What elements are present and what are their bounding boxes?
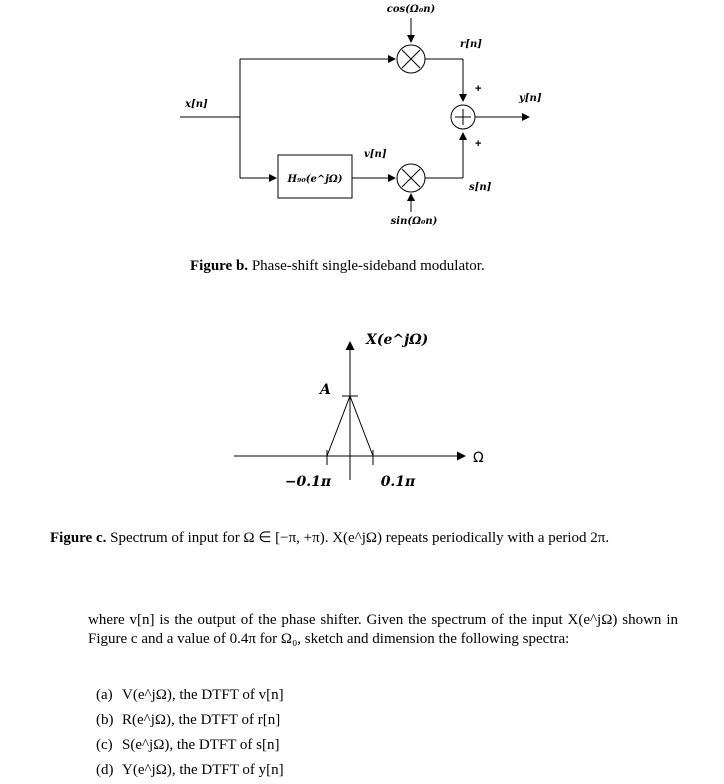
list-item: (a)V(e^jΩ), the DTFT of v[n] xyxy=(96,687,284,703)
figure-b-diagram: cos(Ω₀n) x[n] H₉₀(e^jΩ) v[n] sin(Ω₀n) r[… xyxy=(180,4,542,227)
phase-shifter-block xyxy=(277,154,353,199)
figure-c-caption: Figure c. Spectrum of input for Ω ∈ [−π,… xyxy=(50,528,680,548)
figure-c-spectrum: X(e^jΩ) Ω A −0.1π 0.1π xyxy=(234,332,484,490)
top-multiplier xyxy=(396,44,426,74)
y-output-label: y[n] xyxy=(518,93,542,104)
figure-c-caption-text: Spectrum of input for Ω ∈ [−π, +π). X(e^… xyxy=(110,530,610,546)
plus-top: + xyxy=(475,83,481,95)
cos-label: cos(Ω₀n) xyxy=(387,4,436,15)
x-axis-label: Ω xyxy=(473,450,484,466)
s-label: s[n] xyxy=(469,182,492,193)
tick-label-left: −0.1π xyxy=(285,474,332,490)
list-item: (d)Y(e^jΩ), the DTFT of y[n] xyxy=(96,762,284,778)
y-axis-label: X(e^jΩ) xyxy=(365,332,428,348)
sin-label: sin(Ω₀n) xyxy=(391,216,438,227)
r-label: r[n] xyxy=(460,39,482,50)
x-input-label: x[n] xyxy=(184,99,208,110)
figure-b-caption-text: Phase-shift single-sideband modulator. xyxy=(251,258,485,274)
plus-bottom: + xyxy=(475,138,481,150)
bottom-multiplier xyxy=(396,163,426,193)
figure-c-caption-prefix: Figure c. xyxy=(50,530,107,546)
list-item: (b)R(e^jΩ), the DTFT of r[n] xyxy=(96,712,281,728)
spectrum-triangle xyxy=(326,394,374,457)
tick-label-right: 0.1π xyxy=(381,474,416,490)
summer xyxy=(450,104,476,130)
peak-label: A xyxy=(318,382,331,398)
list-item: (c)S(e^jΩ), the DTFT of s[n] xyxy=(96,737,280,753)
v-label: v[n] xyxy=(364,149,387,160)
figure-b-caption-prefix: Figure b. xyxy=(190,258,249,274)
problem-paragraph: where v[n] is the output of the phase sh… xyxy=(88,612,678,647)
phase-shifter-label: H₉₀(e^jΩ) xyxy=(287,174,343,185)
figure-b-caption: Figure b. Phase-shift single-sideband mo… xyxy=(190,256,485,276)
parts-list: (a)V(e^jΩ), the DTFT of v[n] (b)R(e^jΩ),… xyxy=(96,683,284,783)
